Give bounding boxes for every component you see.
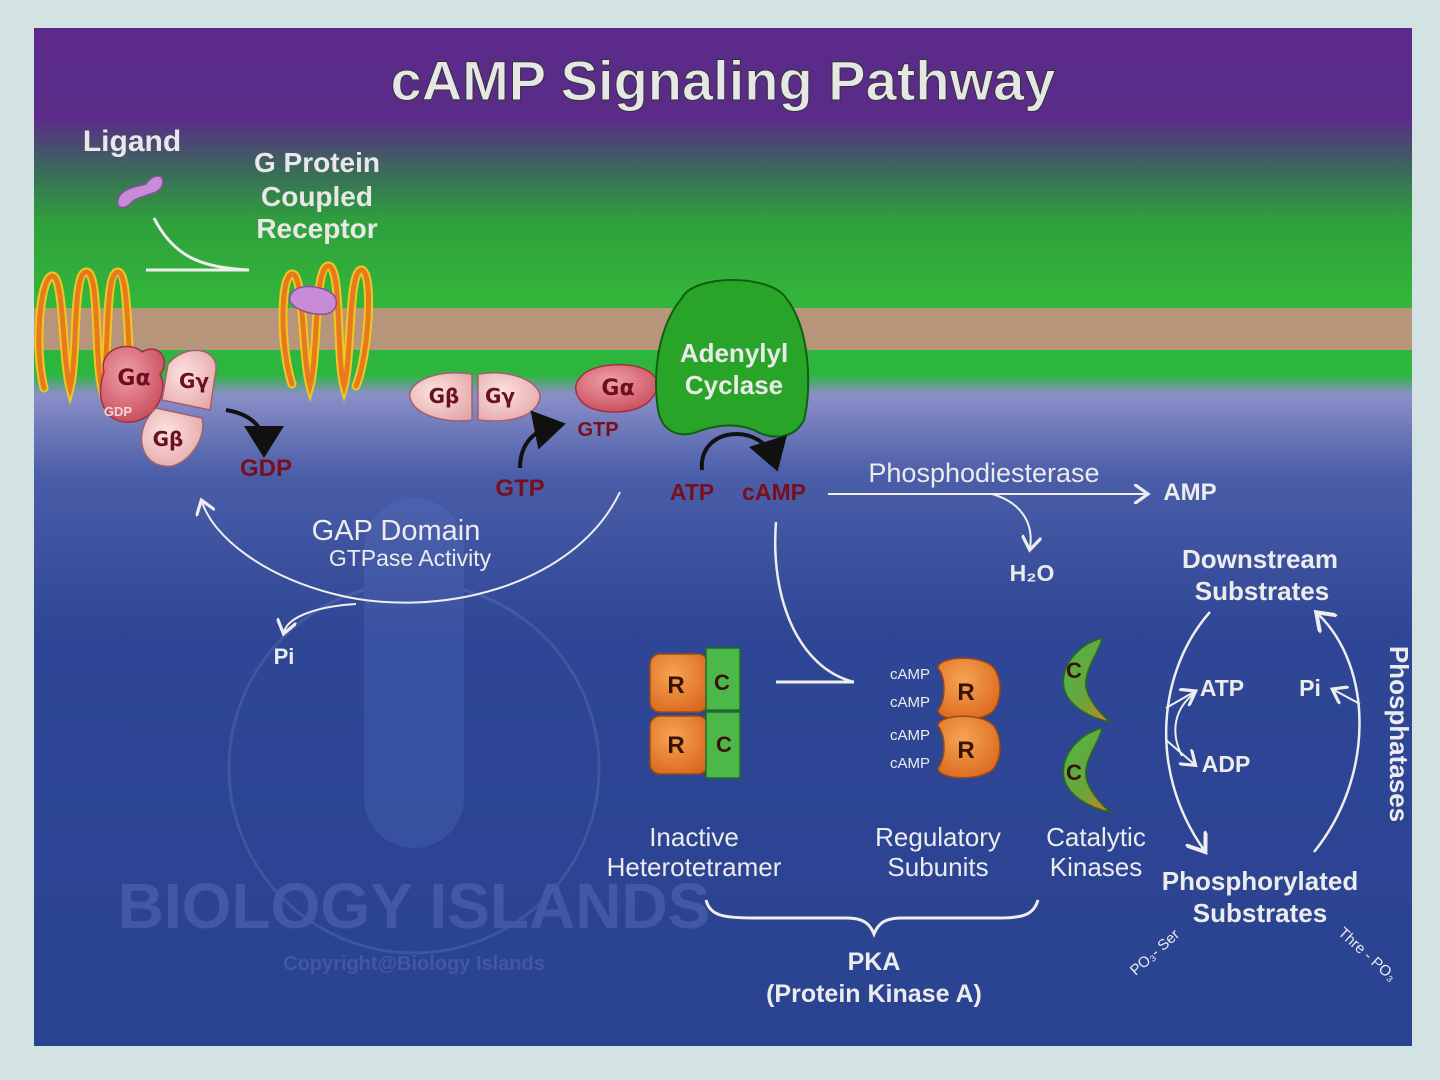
inactive-heterotetramer: R R C C [649,647,741,779]
pi-release-arrow [284,603,357,632]
r-label-2: R [667,732,684,759]
g-alpha-gtp-subunit [575,364,663,413]
r-free-label-1: R [957,679,974,706]
c-label-1: C [714,670,730,695]
regulatory-label-line2: Subunits [887,852,988,882]
catalytic-subunit-2 [705,711,741,779]
g-beta-label-left: Gβ [153,427,184,451]
adenylyl-cyclase-label-line2: Cyclase [685,370,783,400]
regulatory-label-line1: Regulatory [875,822,1001,852]
phosphorylated-label-line2: Substrates [1193,898,1327,928]
gpcr-receptor-right [278,261,373,403]
catalytic-kinases: C C [1062,636,1113,814]
pka-brace [704,899,1040,939]
c-label-2: C [716,732,732,757]
g-alpha-label: Gα [117,366,150,391]
g-gamma-subunit-left [161,349,217,411]
regulatory-subunits: cAMP cAMP cAMP cAMP R R [890,657,1001,779]
watermark-logo: BIOLOGY ISLANDS Copyright@Biology Island… [118,498,711,975]
g-beta-gamma-dimer: Gβ Gγ [408,372,541,422]
gdp-released-label: GDP [240,455,292,482]
gap-domain-label: GAP Domain [312,515,481,547]
gpcr-receptor-left [34,267,139,406]
pka-label: PKA [848,948,901,976]
g-gamma-label-left: Gγ [179,369,209,393]
watermark-text: BIOLOGY ISLANDS [118,870,711,942]
adp-right-label: ADP [1202,751,1251,777]
camp-small-1: cAMP [890,666,930,683]
adenylyl-cyclase-label-line1: Adenylyl [680,338,788,368]
g-beta-label: Gβ [429,384,460,408]
ligand-binding-inhibit-line [146,217,250,272]
adenylyl-cyclase [655,279,810,438]
camp-small-3: cAMP [890,727,930,744]
ligand-label: Ligand [83,125,181,158]
ligand-molecule [116,175,164,209]
pka-full-label: (Protein Kinase A) [766,980,982,1008]
camp-small-2: cAMP [890,694,930,711]
catalytic-label-line1: Catalytic [1046,822,1146,852]
atp-to-camp-arrow [699,432,788,472]
inactive-label-line2: Heterotetramer [607,852,782,882]
atp-right-label: ATP [1200,675,1244,701]
c-free-label-1: C [1066,658,1082,683]
phosphatase-arrow [1313,614,1361,853]
diagram-canvas: BIOLOGY ISLANDS Copyright@Biology Island… [34,28,1414,1046]
r-free-label-2: R [957,737,974,764]
gpcr-label-line1: G Protein [254,147,380,178]
watermark-copyright: Copyright@Biology Islands [283,953,545,975]
gpcr-label-line2: Coupled [261,181,373,212]
gpcr-label-line3: Receptor [256,213,377,244]
g-alpha-gtp-label: Gα [601,376,634,401]
downstream-label-line2: Substrates [1195,576,1329,606]
regulatory-free-2 [937,715,1001,779]
gtp-in-label: GTP [495,475,544,502]
phosphodiesterase-label: Phosphodiesterase [868,458,1099,488]
pi-release-arrow-right [1334,690,1361,705]
background [34,28,1412,1046]
camp-activation-line [774,521,855,684]
bound-ligand [289,285,338,316]
phosphorylated-label-line1: Phosphorylated [1162,866,1358,896]
inactive-label-line1: Inactive [649,822,739,852]
r-label-1: R [667,672,684,699]
downstream-label-line1: Downstream [1182,544,1338,574]
pi-left-label: Pi [274,644,295,669]
camp-label: cAMP [742,479,806,505]
regulatory-free-1 [937,657,1001,721]
gtp-binding-arrow [518,410,566,469]
kinase-phosphorylation-arrow [1164,611,1211,850]
h2o-label: H₂O [1010,560,1055,586]
catalytic-kinase-1 [1062,636,1113,724]
catalytic-kinase-2 [1062,726,1113,814]
g-beta-subunit-left [140,407,204,467]
catalytic-label-line2: Kinases [1050,852,1143,882]
gdp-release-arrow [225,408,284,458]
amp-label: AMP [1163,479,1216,506]
h2o-arrow [991,493,1031,548]
camp-pathway-diagram: BIOLOGY ISLANDS Copyright@Biology Island… [34,28,1414,1046]
g-gamma-label: Gγ [485,384,515,408]
gap-cycle-arrow [202,491,621,604]
phosphatases-label: Phosphatases [1384,646,1412,822]
atp-in-arrow [1165,692,1194,709]
g-beta-subunit [408,372,473,422]
pi-right-label: Pi [1299,675,1321,701]
adp-out-arrow [1165,739,1194,764]
catalytic-subunit-1 [705,647,741,711]
gdp-small-label: GDP [104,404,133,419]
g-alpha-subunit [99,345,166,423]
g-gamma-subunit [477,372,541,422]
c-free-label-2: C [1066,760,1082,785]
camp-small-4: cAMP [890,755,930,772]
g-protein-trimer: Gα GDP Gγ Gβ [99,345,217,467]
atp-label: ATP [670,479,714,505]
page-title: cAMP Signaling Pathway [391,49,1056,112]
gtp-bound-label: GTP [577,419,618,441]
gtpase-activity-label: GTPase Activity [329,545,492,571]
